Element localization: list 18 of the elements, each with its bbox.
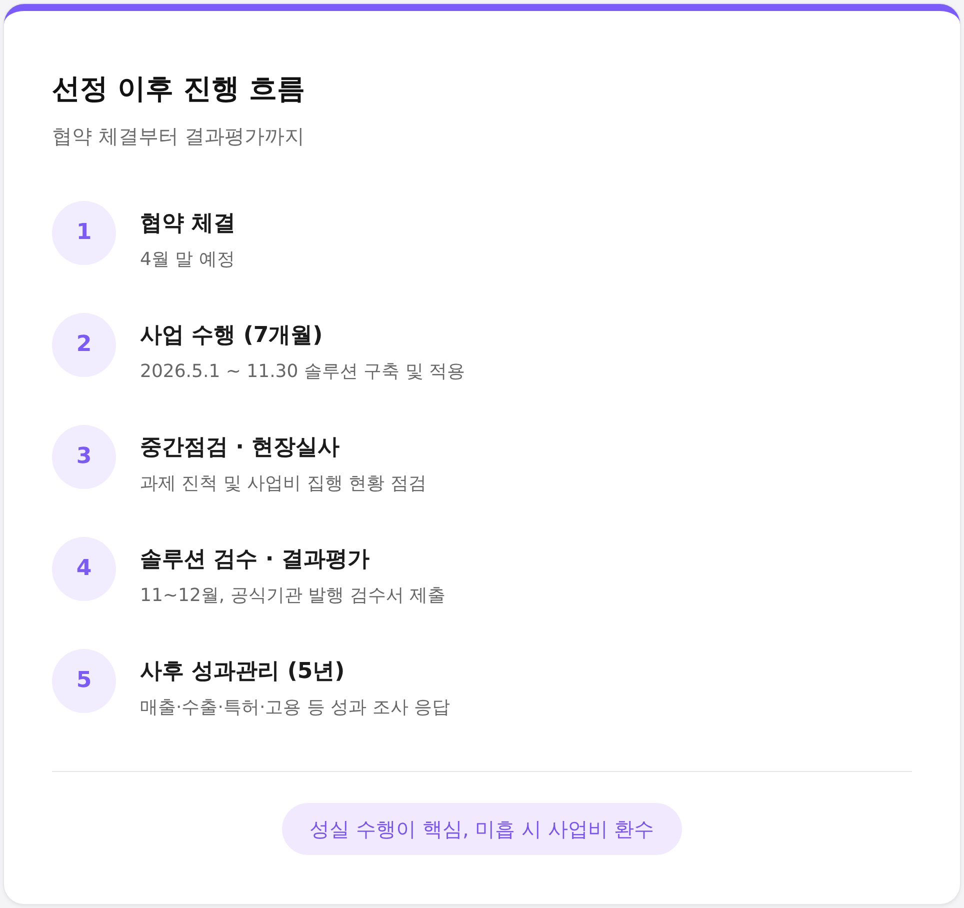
step-description: 과제 진척 및 사업비 집행 현황 점검 (140, 472, 426, 496)
step-number: 1 (76, 220, 92, 246)
step-title: 솔루션 검수 · 결과평가 (140, 546, 370, 574)
step-title: 중간점검 · 현장실사 (140, 434, 340, 462)
title: 선정 이후 진행 흐름 (52, 71, 306, 107)
subtitle: 협약 체결부터 결과평가까지 (52, 123, 305, 150)
step-number: 4 (76, 556, 92, 582)
step-number: 3 (76, 444, 92, 470)
step-description: 2026.5.1 ~ 11.30 솔루션 구축 및 적용 (140, 360, 466, 384)
step-number: 2 (76, 332, 92, 358)
step-description: 4월 말 예정 (140, 248, 235, 272)
step-description: 매출·수출·특허·고용 등 성과 조사 응답 (140, 696, 450, 720)
step-title: 사업 수행 (7개월) (140, 322, 323, 350)
step-title: 사후 성과관리 (5년) (140, 658, 345, 686)
note-text: 성실 수행이 핵심, 미흡 시 사업비 환수 (310, 816, 654, 842)
step-description: 11~12월, 공식기관 발행 검수서 제출 (140, 584, 446, 608)
step-title: 협약 체결 (140, 210, 236, 238)
step-number: 5 (76, 668, 92, 694)
